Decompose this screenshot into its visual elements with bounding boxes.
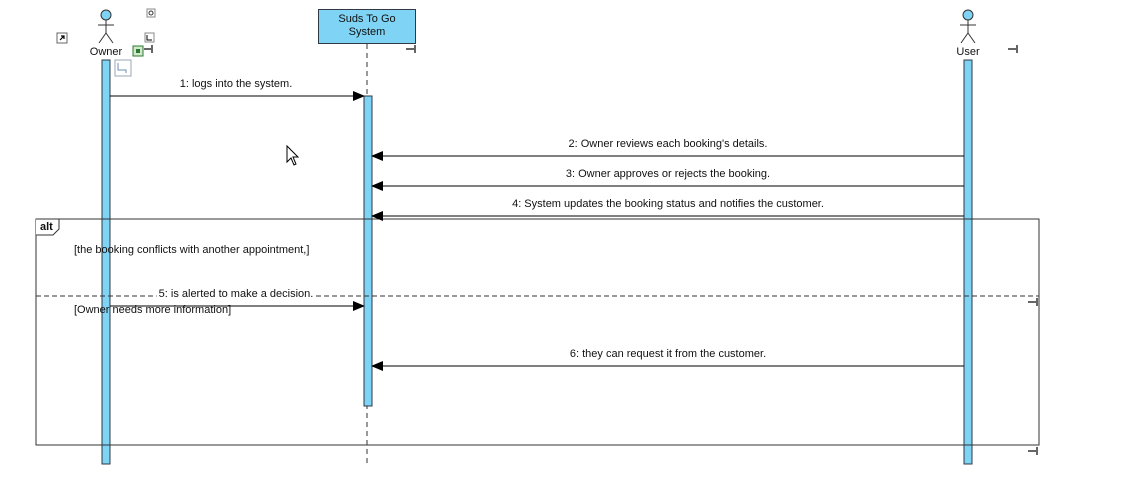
alt-fragment-tab (36, 218, 60, 236)
message-3-label[interactable]: 3: Owner approves or rejects the booking… (565, 168, 771, 180)
resource-icons[interactable] (56, 8, 156, 77)
owner-actor-label: Owner (89, 46, 123, 58)
alt-guard-1[interactable]: [the booking conflicts with another appo… (74, 244, 310, 256)
owner-actor-figure[interactable] (98, 9, 114, 44)
message-6-label[interactable]: 6: they can request it from the customer… (569, 348, 767, 360)
message-1-label[interactable]: 1: logs into the system. (179, 78, 293, 90)
message-2-label[interactable]: 2: Owner reviews each booking's details. (568, 138, 768, 150)
user-activation-bar[interactable] (963, 59, 973, 465)
alt-guard-2[interactable]: [Owner needs more information] (74, 304, 232, 316)
owner-activation-bar[interactable] (101, 59, 111, 465)
alt-fragment-frame[interactable] (35, 218, 1040, 446)
resize-handle-icon[interactable] (144, 45, 1038, 455)
message-4-label[interactable]: 4: System updates the booking status and… (512, 198, 824, 210)
user-actor-figure[interactable] (960, 9, 976, 44)
user-actor-label: User (956, 46, 980, 58)
mouse-cursor-icon (286, 144, 300, 166)
alt-operator-label: alt (40, 221, 53, 233)
message-5-label[interactable]: 5: is alerted to make a decision. (156, 288, 316, 300)
system-lifeline-label: Suds To Go System (338, 13, 396, 38)
system-lifeline-head[interactable]: Suds To Go System (318, 9, 416, 44)
system-activation-bar[interactable] (363, 95, 373, 407)
